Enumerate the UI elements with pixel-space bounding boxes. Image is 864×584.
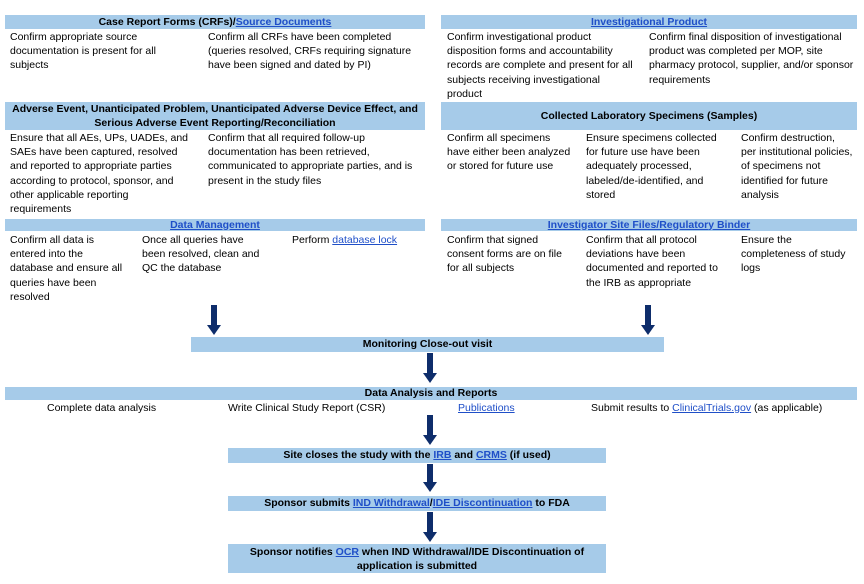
arrow-down-icon [423, 415, 437, 445]
isf-col1: Confirm that signed consent forms are on… [447, 234, 562, 275]
ae-col2: Confirm that all required follow-up docu… [208, 132, 413, 187]
sponsor-notify-suffix: when IND Withdrawal/IDE Discontinuation … [359, 545, 585, 558]
ip-col2: Confirm final disposition of investigati… [649, 31, 854, 86]
crf-col2: Confirm all CRFs have been completed (qu… [208, 31, 412, 72]
ae-title-line1: Adverse Event, Unanticipated Problem, Un… [12, 103, 418, 115]
closeout-title: Monitoring Close-out visit [362, 338, 493, 350]
arrow-down-icon [423, 464, 437, 492]
sponsor-submit-box: Sponsor submits IND Withdrawal/IDE Disco… [228, 496, 606, 511]
investigational-product-link[interactable]: Investigational Product [590, 15, 708, 28]
ip-col1: Confirm investigational product disposit… [447, 31, 633, 100]
clinicaltrials-link[interactable]: ClinicalTrials.gov [672, 402, 752, 414]
crf-col1: Confirm appropriate source documentation… [10, 31, 156, 72]
irb-link[interactable]: IRB [433, 449, 452, 461]
arrow-down-icon [423, 512, 437, 542]
isf-header: Investigator Site Files/Regulatory Binde… [441, 219, 857, 231]
crf-title-text: Case Report Forms (CRFs)/ [98, 15, 236, 28]
sponsor-submit-mid: / [429, 497, 433, 509]
site-close-text: Site closes the study with the [283, 449, 431, 461]
dm-col3: Perform database lock [292, 233, 422, 247]
lab-col2: Ensure specimens collected for future us… [586, 132, 717, 201]
crms-link[interactable]: CRMS [475, 449, 507, 461]
ae-header: Adverse Event, Unanticipated Problem, Un… [5, 102, 425, 130]
ae-title-line2: Serious Adverse Event Reporting/Reconcil… [94, 117, 336, 129]
isf-col2: Confirm that all protocol deviations hav… [586, 234, 718, 289]
dar-item4-text: Submit results to [591, 402, 673, 414]
dar-header: Data Analysis and Reports [5, 387, 857, 400]
source-documents-link[interactable]: Source Documents [235, 15, 332, 28]
ocr-link[interactable]: OCR [335, 545, 360, 558]
sponsor-notify-line2: application is submitted [356, 559, 478, 572]
lab-col1: Confirm all specimens have either been a… [447, 132, 571, 173]
ide-discontinuation-link[interactable]: IDE Discontinuation [432, 497, 533, 509]
arrow-down-icon [423, 353, 437, 383]
ind-withdrawal-link[interactable]: IND Withdrawal [352, 497, 430, 509]
sponsor-notify-text: Sponsor notifies [249, 545, 336, 558]
dm-col1: Confirm all data is entered into the dat… [10, 234, 123, 303]
sponsor-submit-suffix: to FDA [532, 497, 570, 509]
dar-item2: Write Clinical Study Report (CSR) [228, 402, 386, 414]
publications-link[interactable]: Publications [458, 402, 515, 414]
dar-item1: Complete data analysis [47, 402, 157, 414]
arrow-down-icon [207, 305, 221, 335]
investigator-site-files-link[interactable]: Investigator Site Files/Regulatory Binde… [547, 218, 751, 231]
crf-header: Case Report Forms (CRFs)/Source Document… [5, 15, 425, 29]
sponsor-submit-text: Sponsor submits [264, 497, 353, 509]
data-management-link[interactable]: Data Management [170, 218, 260, 231]
closeout-box: Monitoring Close-out visit [191, 337, 664, 352]
dar-item4: Submit results to ClinicalTrials.gov (as… [591, 401, 861, 415]
site-close-mid: and [451, 449, 476, 461]
ae-col1: Ensure that all AEs, UPs, UADEs, and SAE… [10, 132, 188, 216]
dm-col2: Once all queries have been resolved, cle… [142, 234, 260, 275]
sponsor-notify-line1: Sponsor notifies OCR when IND Withdrawal… [250, 545, 584, 559]
dar-item3: Publications [458, 401, 558, 415]
sponsor-notify-box: Sponsor notifies OCR when IND Withdrawal… [228, 544, 606, 573]
ip-header: Investigational Product [441, 15, 857, 29]
lab-col3: Confirm destruction, per institutional p… [741, 132, 853, 201]
arrow-down-icon [641, 305, 655, 335]
database-lock-link[interactable]: database lock [332, 234, 398, 246]
lab-title: Collected Laboratory Specimens (Samples) [540, 109, 758, 122]
dm-header: Data Management [5, 219, 425, 231]
site-close-suffix: (if used) [506, 449, 551, 461]
lab-header: Collected Laboratory Specimens (Samples) [441, 102, 857, 130]
dm-col3-text: Perform [292, 234, 333, 246]
site-close-box: Site closes the study with the IRB and C… [228, 448, 606, 463]
dar-title: Data Analysis and Reports [364, 387, 498, 399]
isf-col3: Ensure the completeness of study logs [741, 234, 846, 275]
dar-item4-suffix: (as applicable) [751, 402, 823, 414]
